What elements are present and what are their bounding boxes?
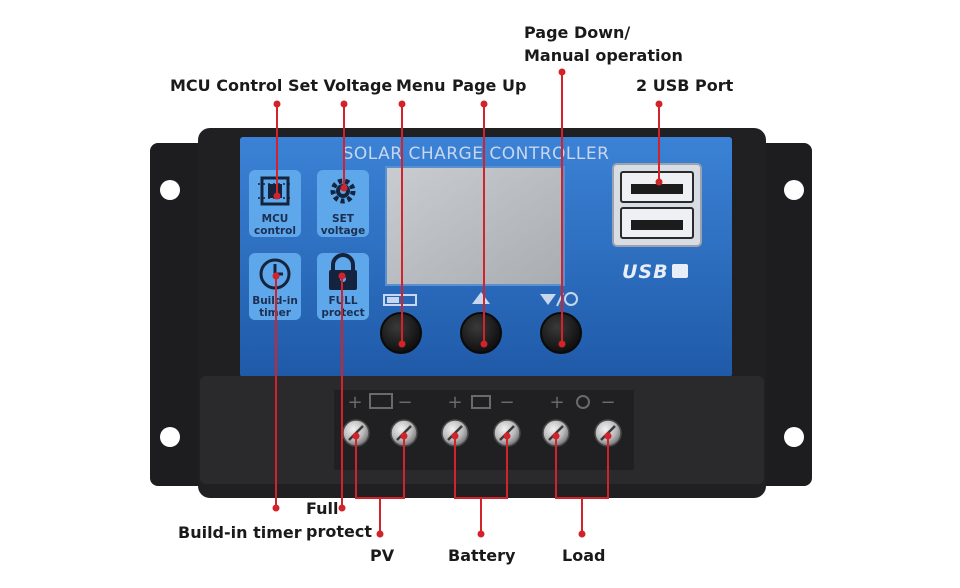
battery-icon bbox=[471, 395, 491, 409]
callout-lines bbox=[275, 72, 660, 534]
usb-logo-mark bbox=[672, 264, 688, 278]
callout-menu: Menu bbox=[396, 76, 446, 95]
callout-battery: Battery bbox=[448, 546, 516, 565]
load-terminal-symbols: + − bbox=[549, 392, 615, 413]
up-arrow-icon bbox=[472, 292, 490, 304]
tile-mcu-control: MCU control bbox=[249, 170, 301, 237]
plus-sign: + bbox=[549, 392, 564, 413]
callout-page-up: Page Up bbox=[452, 76, 527, 95]
callout-pv: PV bbox=[370, 546, 395, 565]
mounting-hole bbox=[784, 427, 804, 447]
mounting-hole bbox=[160, 427, 180, 447]
solar-panel-icon bbox=[369, 393, 393, 409]
callout-page-down-line1: Page Down/ bbox=[524, 23, 631, 42]
callout-dots bbox=[272, 68, 663, 538]
usb-logo: USB bbox=[622, 261, 669, 283]
tile-label-line1: MCU bbox=[262, 213, 289, 225]
mounting-hole bbox=[160, 180, 180, 200]
mounting-hole bbox=[784, 180, 804, 200]
callout-full-line2: protect bbox=[306, 522, 372, 541]
panel-title: SOLAR CHARGE CONTROLLER bbox=[343, 144, 610, 164]
battery-icon bbox=[383, 294, 417, 306]
minus-sign: − bbox=[499, 392, 514, 413]
mounting-ear-left bbox=[150, 143, 212, 486]
tile-set-voltage: SET voltage bbox=[317, 170, 369, 237]
minus-sign: − bbox=[600, 392, 615, 413]
pv-terminal-symbols: + − bbox=[347, 392, 412, 413]
battery-terminal-symbols: + − bbox=[447, 392, 514, 413]
usb-port-block bbox=[612, 163, 702, 247]
callout-mcu-control-set-voltage: MCU Control Set Voltage bbox=[170, 76, 393, 95]
plus-sign: + bbox=[347, 392, 362, 413]
callout-page-down-line2: Manual operation bbox=[524, 46, 683, 65]
tile-label-line1: FULL bbox=[328, 295, 357, 307]
tile-label-line1: SET bbox=[332, 213, 355, 225]
tile-label-line2: voltage bbox=[321, 225, 365, 237]
plus-sign: + bbox=[447, 392, 462, 413]
callout-usb-port: 2 USB Port bbox=[636, 76, 734, 95]
bulb-icon bbox=[576, 395, 590, 409]
lcd-screen bbox=[385, 166, 565, 286]
minus-sign: − bbox=[397, 392, 412, 413]
callout-load: Load bbox=[562, 546, 606, 565]
tile-label-line2: control bbox=[254, 225, 296, 237]
callout-full-line1: Full bbox=[306, 499, 339, 518]
page-up-button[interactable] bbox=[460, 312, 502, 354]
callout-build-in-timer: Build-in timer bbox=[178, 523, 302, 542]
